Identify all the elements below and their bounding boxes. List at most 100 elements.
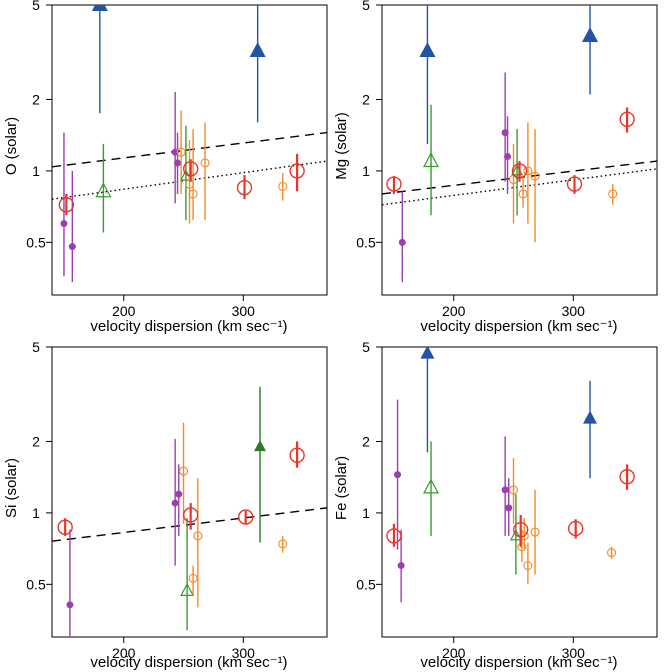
y-tick-label: 1	[32, 505, 40, 521]
x-tick-label: 300	[232, 645, 256, 661]
data-point	[182, 507, 199, 523]
data-point	[289, 447, 305, 463]
y-tick-label: 2	[362, 433, 370, 449]
xlabel-oxygen: velocity dispersion (km sec⁻¹)	[90, 318, 287, 335]
data-point	[249, 42, 266, 57]
data-point	[505, 504, 513, 512]
data-point	[518, 189, 528, 199]
data-point	[178, 466, 189, 476]
data-point	[176, 147, 186, 157]
x-tick-label: 300	[562, 303, 586, 319]
panel-magnesium: Mg (solar) velocity dispersion (km sec⁻¹…	[333, 0, 658, 335]
plot-frame	[51, 4, 328, 296]
ylabel-magnesium: Mg (solar)	[333, 112, 350, 180]
data-point	[608, 189, 618, 199]
data-point	[174, 159, 182, 167]
y-tick-label: 2	[32, 433, 40, 449]
data-point	[58, 197, 75, 213]
data-point	[200, 158, 210, 168]
data-point	[289, 163, 305, 179]
plot-area	[52, 5, 327, 283]
data-point	[423, 478, 440, 494]
data-point	[236, 179, 253, 196]
ylabel-iron: Fe (solar)	[333, 456, 350, 520]
data-point	[180, 582, 195, 596]
data-point	[68, 243, 76, 251]
data-point	[60, 220, 68, 228]
data-point	[566, 176, 583, 192]
y-tick-label: 5	[362, 0, 370, 13]
data-point	[398, 238, 406, 246]
data-point	[419, 42, 436, 57]
x-tick-label: 200	[442, 303, 466, 319]
data-point	[567, 520, 584, 537]
data-point	[582, 27, 599, 43]
x-tick-label: 200	[112, 645, 136, 661]
data-point	[530, 171, 540, 181]
data-point	[394, 471, 402, 479]
data-point	[530, 527, 540, 537]
data-point	[95, 182, 112, 198]
plot-frame	[51, 346, 328, 638]
data-point	[509, 529, 522, 541]
y-tick-label: 1	[362, 163, 370, 179]
data-point	[66, 601, 74, 609]
plot-area	[382, 5, 657, 283]
plot-area	[52, 386, 327, 637]
data-point	[278, 539, 288, 549]
data-point	[171, 499, 179, 507]
data-point	[182, 161, 199, 177]
data-point	[508, 485, 519, 495]
fit-line-dotted	[382, 168, 657, 206]
y-tick-label: 5	[32, 339, 40, 355]
fit-line-dashed	[52, 507, 327, 542]
x-tick-label: 300	[562, 645, 586, 661]
xlabel-magnesium: velocity dispersion (km sec⁻¹)	[420, 318, 617, 335]
xlabel-iron: velocity dispersion (km sec⁻¹)	[420, 654, 617, 671]
data-point	[619, 469, 635, 485]
data-point	[175, 490, 183, 498]
data-point	[517, 542, 527, 552]
y-tick-label: 0.5	[356, 576, 376, 592]
y-tick-label: 1	[362, 505, 370, 521]
data-point	[386, 176, 402, 192]
x-tick-label: 200	[442, 645, 466, 661]
data-point	[254, 439, 267, 452]
data-point	[91, 5, 108, 11]
y-tick-label: 0.5	[26, 234, 46, 250]
data-point	[193, 531, 203, 541]
y-tick-label: 2	[362, 91, 370, 107]
data-point	[619, 111, 635, 127]
data-point	[512, 521, 529, 538]
data-point	[57, 519, 73, 535]
panel-iron: Fe (solar) velocity dispersion (km sec⁻¹…	[333, 339, 658, 671]
plot-area	[386, 347, 635, 603]
y-tick-label: 2	[32, 91, 40, 107]
x-tick-label: 200	[112, 303, 136, 319]
data-point	[501, 486, 509, 494]
xlabel-silicon: velocity dispersion (km sec⁻¹)	[90, 654, 287, 671]
x-tick-label: 300	[232, 303, 256, 319]
data-point	[423, 152, 440, 168]
y-tick-label: 0.5	[356, 234, 376, 250]
data-point	[278, 181, 288, 191]
panel-oxygen: O (solar) velocity dispersion (km sec⁻¹)…	[3, 0, 328, 335]
plot-frame	[381, 346, 658, 638]
data-point	[188, 573, 198, 583]
ylabel-oxygen: O (solar)	[3, 117, 20, 175]
data-point	[188, 189, 198, 199]
data-point	[523, 561, 533, 571]
y-tick-label: 5	[362, 339, 370, 355]
y-tick-label: 1	[32, 163, 40, 179]
ylabel-silicon: Si (solar)	[3, 458, 20, 518]
y-tick-label: 5	[32, 0, 40, 13]
data-point	[583, 410, 598, 424]
plot-frame	[381, 4, 658, 296]
data-point	[523, 166, 533, 176]
data-point	[504, 152, 512, 160]
panel-silicon: Si (solar) velocity dispersion (km sec⁻¹…	[3, 339, 328, 671]
y-tick-label: 0.5	[26, 576, 46, 592]
data-point	[607, 548, 617, 558]
data-point	[397, 562, 405, 570]
